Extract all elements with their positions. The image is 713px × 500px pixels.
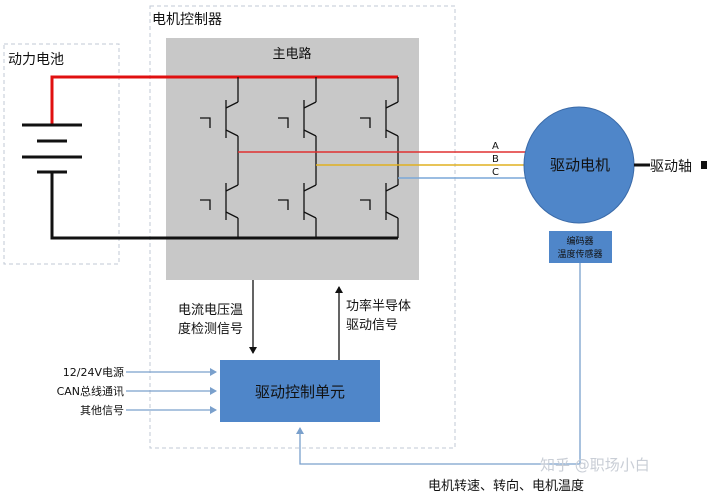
encoder-label-2: 温度传感器	[557, 248, 602, 260]
controller-dashed-box	[149, 5, 456, 449]
drive-control-unit	[220, 360, 380, 422]
phase-c-label: C	[492, 167, 499, 178]
encoder-feedback-line	[296, 263, 581, 465]
battery-symbol	[22, 123, 82, 174]
negative-bus	[50, 172, 398, 240]
drive-signal-label-2: 驱动信号	[346, 318, 398, 333]
battery-dashed-box	[3, 43, 120, 265]
inverter-bridge	[200, 77, 399, 238]
watermark: 知乎 @职场小白	[540, 456, 650, 474]
drive-motor-label: 驱动电机	[550, 156, 610, 174]
encoder-box	[549, 231, 612, 263]
controller-title: 电机控制器	[152, 12, 222, 28]
bottom-feedback-label: 电机转速、转向、电机温度	[428, 478, 584, 494]
input-power-label: 12/24V电源	[63, 365, 124, 379]
input-signal-lines	[126, 368, 217, 414]
detection-signal-label-2: 度检测信号	[178, 321, 243, 337]
phase-b-label: B	[492, 154, 499, 165]
positive-bus	[50, 75, 398, 124]
shaft-end	[701, 161, 707, 169]
main-circuit-box	[166, 38, 419, 280]
input-other-label: 其他信号	[80, 404, 124, 417]
battery-title: 动力电池	[8, 52, 64, 68]
drive-shaft-label: 驱动轴	[650, 159, 692, 175]
phase-a-label: A	[492, 141, 499, 152]
drive-signal-label-1: 功率半导体	[346, 298, 411, 314]
main-circuit-title: 主电路	[272, 46, 311, 62]
encoder-label-1: 编码器	[566, 235, 593, 247]
input-can-label: CAN总线通讯	[57, 384, 124, 398]
drive-control-unit-label: 驱动控制单元	[255, 383, 345, 401]
detection-signal-label-1: 电流电压温	[178, 303, 243, 318]
